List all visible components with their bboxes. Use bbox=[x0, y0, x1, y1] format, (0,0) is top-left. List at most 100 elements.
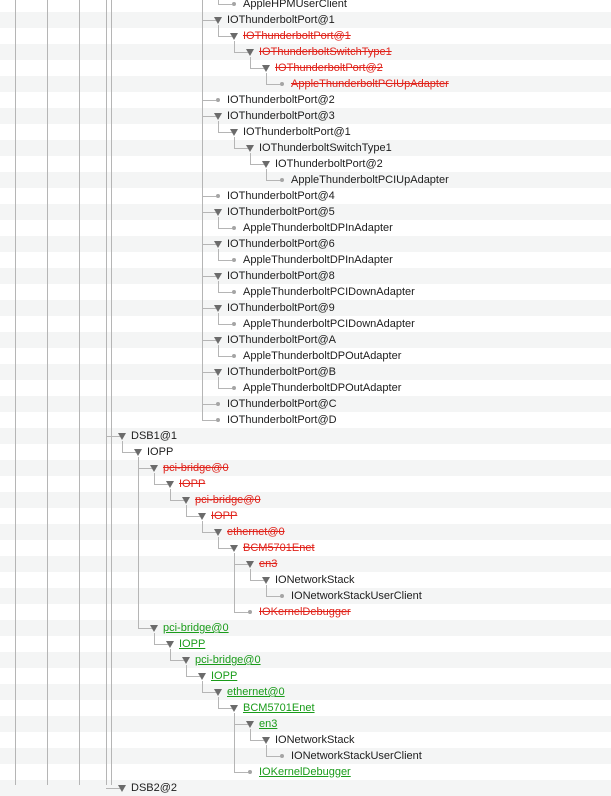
tree-row[interactable] bbox=[0, 620, 611, 636]
tree-node-label[interactable]: IOPP bbox=[179, 478, 206, 490]
disclosure-triangle-icon[interactable] bbox=[166, 481, 174, 488]
tree-node-label[interactable]: AppleThunderboltDPOutAdapter bbox=[243, 382, 402, 394]
tree-row[interactable] bbox=[0, 108, 611, 124]
disclosure-triangle-icon[interactable] bbox=[214, 369, 222, 376]
tree-row[interactable] bbox=[0, 364, 611, 380]
disclosure-triangle-icon[interactable] bbox=[134, 449, 142, 456]
tree-node-label[interactable]: IOThunderboltPort@5 bbox=[227, 206, 335, 218]
disclosure-triangle-icon[interactable] bbox=[214, 529, 222, 536]
tree-node-label[interactable]: IONetworkStackUserClient bbox=[291, 590, 422, 602]
disclosure-triangle-icon[interactable] bbox=[230, 545, 238, 552]
tree-row[interactable] bbox=[0, 508, 611, 524]
disclosure-triangle-icon[interactable] bbox=[246, 145, 254, 152]
disclosure-triangle-icon[interactable] bbox=[214, 337, 222, 344]
tree-row[interactable] bbox=[0, 780, 611, 796]
tree-row[interactable] bbox=[0, 172, 611, 188]
tree-node-label[interactable]: IONetworkStackUserClient bbox=[291, 750, 422, 762]
disclosure-triangle-icon[interactable] bbox=[214, 209, 222, 216]
tree-node-label[interactable]: en3 bbox=[259, 558, 278, 570]
tree-node-label[interactable]: IOThunderboltPort@2 bbox=[275, 158, 383, 170]
tree-node-label[interactable]: IOKernelDebugger bbox=[259, 606, 351, 618]
disclosure-triangle-icon[interactable] bbox=[198, 513, 206, 520]
disclosure-triangle-icon[interactable] bbox=[214, 689, 222, 696]
tree-node-label[interactable]: BCM5701Enet bbox=[243, 542, 315, 554]
disclosure-triangle-icon[interactable] bbox=[198, 673, 206, 680]
tree-row[interactable] bbox=[0, 140, 611, 156]
tree-node-label[interactable]: IOPP bbox=[179, 638, 206, 650]
tree-node-label[interactable]: AppleThunderboltDPOutAdapter bbox=[243, 350, 402, 362]
disclosure-triangle-icon[interactable] bbox=[214, 17, 222, 24]
tree-node-label[interactable]: IOThunderboltPort@9 bbox=[227, 302, 335, 314]
tree-node-label[interactable]: IONetworkStack bbox=[275, 734, 355, 746]
tree-row[interactable] bbox=[0, 588, 611, 604]
tree-node-label[interactable]: IOThunderboltPort@1 bbox=[243, 30, 351, 42]
disclosure-triangle-icon[interactable] bbox=[262, 65, 270, 72]
disclosure-triangle-icon[interactable] bbox=[182, 657, 190, 664]
tree-row[interactable] bbox=[0, 396, 611, 412]
disclosure-triangle-icon[interactable] bbox=[214, 241, 222, 248]
tree-node-label[interactable]: IOThunderboltPort@1 bbox=[243, 126, 351, 138]
tree-row[interactable] bbox=[0, 556, 611, 572]
tree-row[interactable] bbox=[0, 524, 611, 540]
tree-node-label[interactable]: pci-bridge@0 bbox=[163, 622, 229, 634]
tree-node-label[interactable]: AppleThunderboltPCIUpAdapter bbox=[291, 78, 449, 90]
tree-node-label[interactable]: pci-bridge@0 bbox=[163, 462, 229, 474]
tree-row[interactable] bbox=[0, 716, 611, 732]
tree-row[interactable] bbox=[0, 668, 611, 684]
tree-row[interactable] bbox=[0, 236, 611, 252]
tree-node-label[interactable]: IOThunderboltPort@3 bbox=[227, 110, 335, 122]
tree-node-label[interactable]: pci-bridge@0 bbox=[195, 654, 261, 666]
disclosure-triangle-icon[interactable] bbox=[246, 49, 254, 56]
tree-row[interactable] bbox=[0, 76, 611, 92]
tree-node-label[interactable]: IOPP bbox=[211, 670, 238, 682]
tree-row[interactable] bbox=[0, 652, 611, 668]
tree-node-label[interactable]: IOPP bbox=[147, 446, 174, 458]
tree-node-label[interactable]: IOThunderboltPort@1 bbox=[227, 14, 335, 26]
tree-node-label[interactable]: IOThunderboltPort@4 bbox=[227, 190, 335, 202]
tree-node-label[interactable]: ethernet@0 bbox=[227, 686, 285, 698]
tree-node-label[interactable]: DSB2@2 bbox=[131, 782, 178, 794]
disclosure-triangle-icon[interactable] bbox=[262, 737, 270, 744]
disclosure-triangle-icon[interactable] bbox=[118, 785, 126, 792]
tree-row[interactable] bbox=[0, 460, 611, 476]
tree-node-label[interactable]: pci-bridge@0 bbox=[195, 494, 261, 506]
tree-node-label[interactable]: IOThunderboltSwitchType1 bbox=[259, 46, 392, 58]
tree-node-label[interactable]: IOThunderboltPort@2 bbox=[227, 94, 335, 106]
tree-node-label[interactable]: IOKernelDebugger bbox=[259, 766, 351, 778]
tree-node-label[interactable]: BCM5701Enet bbox=[243, 702, 315, 714]
tree-node-label[interactable]: ethernet@0 bbox=[227, 526, 285, 538]
disclosure-triangle-icon[interactable] bbox=[230, 33, 238, 40]
disclosure-triangle-icon[interactable] bbox=[246, 721, 254, 728]
tree-row[interactable] bbox=[0, 300, 611, 316]
tree-row[interactable] bbox=[0, 268, 611, 284]
tree-row[interactable] bbox=[0, 332, 611, 348]
disclosure-triangle-icon[interactable] bbox=[214, 305, 222, 312]
tree-node-label[interactable]: IOThunderboltPort@6 bbox=[227, 238, 335, 250]
tree-node-label[interactable]: IOThunderboltPort@B bbox=[227, 366, 336, 378]
disclosure-triangle-icon[interactable] bbox=[230, 705, 238, 712]
tree-node-label[interactable]: DSB1@1 bbox=[131, 430, 178, 442]
tree-row[interactable] bbox=[0, 636, 611, 652]
disclosure-triangle-icon[interactable] bbox=[246, 561, 254, 568]
tree-node-label[interactable]: IOThunderboltPort@2 bbox=[275, 62, 383, 74]
tree-node-label[interactable]: AppleThunderboltPCIDownAdapter bbox=[243, 318, 415, 330]
tree-row[interactable] bbox=[0, 492, 611, 508]
tree-node-label[interactable]: IOThunderboltPort@8 bbox=[227, 270, 335, 282]
disclosure-triangle-icon[interactable] bbox=[150, 625, 158, 632]
disclosure-triangle-icon[interactable] bbox=[182, 497, 190, 504]
disclosure-triangle-icon[interactable] bbox=[214, 113, 222, 120]
disclosure-triangle-icon[interactable] bbox=[262, 577, 270, 584]
tree-node-label[interactable]: IOPP bbox=[211, 510, 238, 522]
tree-row[interactable] bbox=[0, 748, 611, 764]
disclosure-triangle-icon[interactable] bbox=[230, 129, 238, 136]
disclosure-triangle-icon[interactable] bbox=[166, 641, 174, 648]
tree-row[interactable] bbox=[0, 204, 611, 220]
tree-row[interactable] bbox=[0, 428, 611, 444]
disclosure-triangle-icon[interactable] bbox=[150, 465, 158, 472]
disclosure-triangle-icon[interactable] bbox=[118, 433, 126, 440]
disclosure-triangle-icon[interactable] bbox=[214, 273, 222, 280]
tree-node-label[interactable]: IOThunderboltPort@D bbox=[227, 414, 337, 426]
tree-node-label[interactable]: AppleThunderboltPCIDownAdapter bbox=[243, 286, 415, 298]
tree-node-label[interactable]: IOThunderboltPort@C bbox=[227, 398, 337, 410]
tree-row[interactable] bbox=[0, 444, 611, 460]
